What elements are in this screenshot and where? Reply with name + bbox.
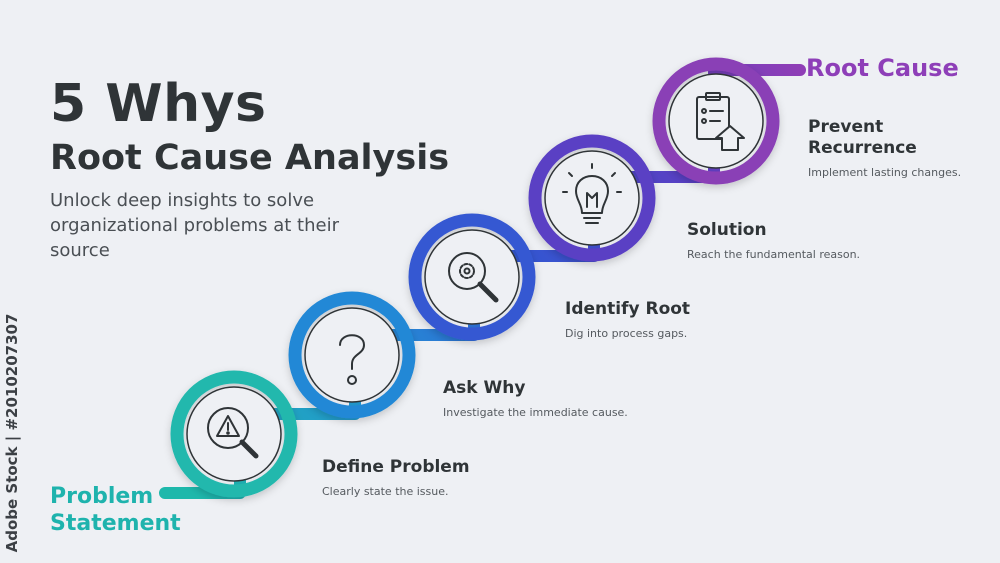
step-3: Identify Root Dig into process gaps.	[565, 299, 690, 340]
step-title: Identify Root	[565, 299, 691, 319]
step-description: Implement lasting changes.	[808, 166, 962, 179]
step-1: Define Problem Clearly state the issue.	[322, 457, 470, 498]
problem-statement-label: Problem Statement	[50, 484, 181, 536]
question-mark-icon	[339, 334, 365, 385]
page-subtitle: Root Cause Analysis	[50, 138, 450, 178]
root-cause-label: Root Cause	[806, 54, 959, 82]
step-title: Prevent Recurrence	[808, 117, 917, 158]
lightbulb-icon	[562, 163, 622, 224]
step-ring-1	[170, 370, 298, 498]
page-description: Unlock deep insights to solve organizati…	[50, 190, 340, 261]
step-description: Investigate the immediate cause.	[443, 406, 628, 419]
step-title: Solution	[687, 220, 767, 240]
step-5: Prevent Recurrence Implement lasting cha…	[808, 117, 961, 179]
step-ring-2	[288, 291, 416, 419]
step-4: Solution Reach the fundamental reason.	[687, 220, 860, 261]
gear-magnifier-icon	[448, 252, 499, 303]
warning-magnifier-icon	[207, 407, 259, 459]
clipboard-arrow-icon	[696, 92, 745, 151]
step-title: Ask Why	[443, 378, 526, 398]
step-2: Ask Why Investigate the immediate cause.	[443, 378, 628, 419]
watermark-text: Adobe Stock | #2010207307	[3, 313, 21, 553]
step-description: Clearly state the issue.	[322, 485, 449, 498]
step-title: Define Problem	[322, 457, 470, 477]
step-description: Dig into process gaps.	[565, 327, 688, 340]
page-title: 5 Whys	[50, 74, 267, 134]
step-description: Reach the fundamental reason.	[687, 248, 861, 261]
stock-watermark: Adobe Stock | #2010207307	[2, 314, 22, 553]
